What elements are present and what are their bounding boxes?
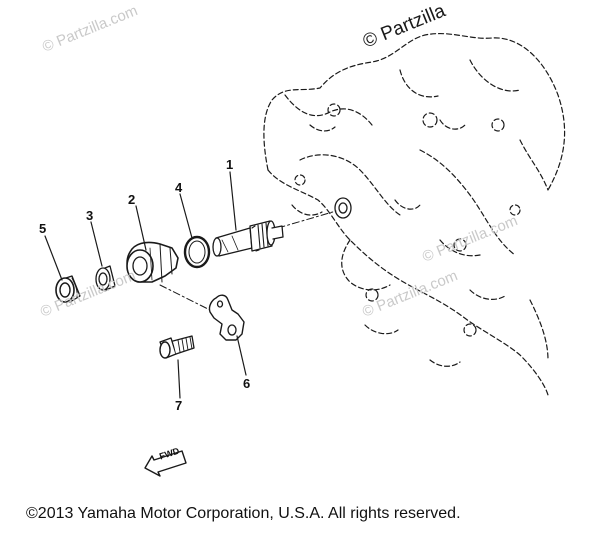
fwd-arrow[interactable]	[144, 450, 187, 477]
part-5-oil-seal	[55, 275, 81, 303]
callout-6: 6	[243, 376, 251, 391]
part-7-bolt	[159, 335, 195, 359]
case-gear-boss	[334, 197, 352, 219]
part-1-drive-gear	[212, 220, 284, 257]
part-4-o-ring	[183, 235, 211, 269]
assembly-centerline	[159, 210, 337, 317]
callout-4: 4	[175, 180, 183, 195]
callout-7: 7	[175, 398, 183, 413]
leader-lines	[44, 171, 247, 399]
engine-case-outline	[263, 32, 566, 396]
copyright-notice: ©2013 Yamaha Motor Corporation, U.S.A. A…	[26, 505, 461, 522]
callout-5: 5	[39, 221, 47, 236]
callout-3: 3	[86, 208, 94, 223]
callout-2: 2	[128, 192, 136, 207]
part-6-plate	[208, 294, 245, 341]
part-3-bush	[95, 265, 116, 291]
part-2-housing	[126, 241, 179, 283]
callout-1: 1	[226, 157, 234, 172]
